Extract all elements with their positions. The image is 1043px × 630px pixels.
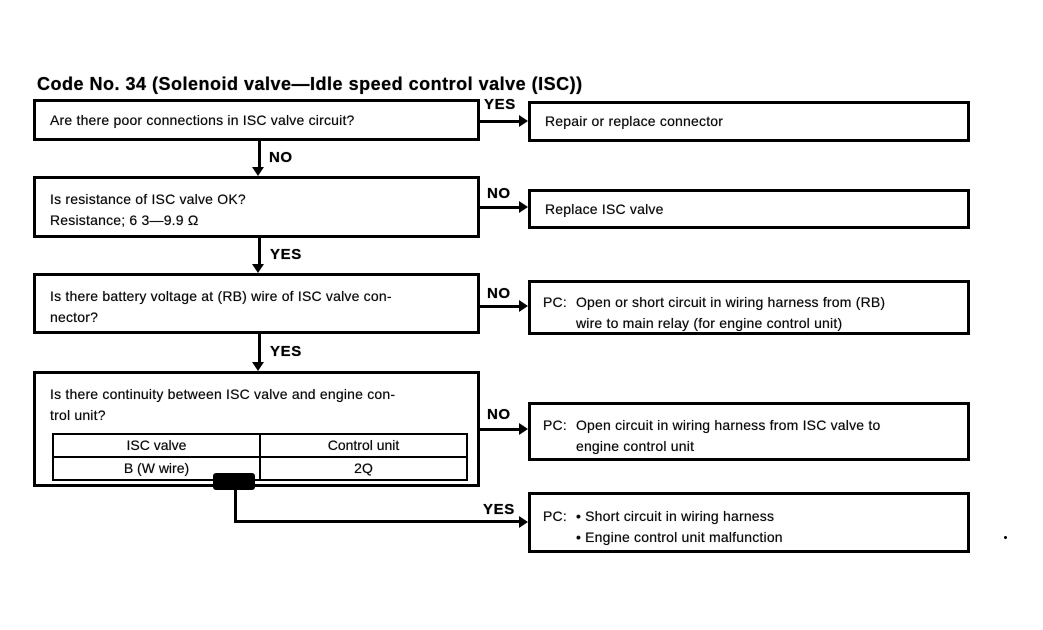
connector-line bbox=[480, 206, 521, 209]
result-text-line: • Short circuit in wiring harness bbox=[575, 508, 775, 524]
table-cell: B (W wire) bbox=[54, 458, 261, 479]
connector-line bbox=[258, 141, 261, 167]
result-box-5: PC: • Short circuit in wiring harness • … bbox=[528, 492, 970, 553]
result-text-line: Repair or replace connector bbox=[545, 113, 724, 129]
table-header-row: ISC valve Control unit bbox=[54, 435, 466, 458]
branch-label-yes-1: YES bbox=[484, 96, 516, 113]
connector-line bbox=[234, 487, 237, 523]
connector-line bbox=[258, 334, 261, 363]
branch-label-yes-3: YES bbox=[270, 343, 302, 360]
question-box-3: Is there battery voltage at (RB) wire of… bbox=[33, 273, 480, 334]
connector-line bbox=[258, 238, 261, 265]
branch-label-no-1: NO bbox=[269, 149, 293, 166]
branch-label-no-4: NO bbox=[487, 406, 511, 423]
arrow-down-icon bbox=[252, 167, 264, 176]
table-cell: 2Q bbox=[354, 460, 373, 476]
branch-label-no-3: NO bbox=[487, 285, 511, 302]
result-text-line: Replace ISC valve bbox=[545, 200, 664, 217]
result-text-line: Open or short circuit in wiring harness … bbox=[575, 294, 886, 310]
arrow-right-icon bbox=[519, 423, 528, 435]
result-text-line: engine control unit bbox=[575, 438, 695, 454]
pc-prefix: PC: bbox=[543, 417, 567, 433]
arrow-down-icon bbox=[252, 362, 264, 371]
connector-line bbox=[234, 520, 521, 523]
question-text-line: Are there poor connections in ISC valve … bbox=[50, 111, 355, 128]
branch-label-yes-4: YES bbox=[483, 501, 515, 518]
connector-line bbox=[480, 428, 521, 431]
question-text-line: nector? bbox=[50, 309, 99, 325]
arrow-right-icon bbox=[519, 115, 528, 127]
continuity-table: ISC valve Control unit B (W wire) 2Q bbox=[52, 433, 468, 481]
arrow-right-icon bbox=[519, 201, 528, 213]
branch-label-yes-2: YES bbox=[270, 246, 302, 263]
pc-prefix: PC: bbox=[543, 508, 567, 524]
arrow-down-icon bbox=[252, 264, 264, 273]
table-header-cell: Control unit bbox=[327, 437, 400, 453]
question-box-1: Are there poor connections in ISC valve … bbox=[33, 99, 480, 141]
result-text-line: wire to main relay (for engine control u… bbox=[575, 315, 843, 331]
result-text-line: • Engine control unit malfunction bbox=[575, 529, 783, 545]
connector-line bbox=[480, 120, 521, 123]
connector-line bbox=[480, 305, 521, 308]
question-text-line: Is there continuity between ISC valve an… bbox=[50, 386, 396, 402]
photocopy-speck bbox=[1004, 536, 1007, 539]
page-title: Code No. 34 (Solenoid valve—Idle speed c… bbox=[37, 74, 583, 94]
result-box-2: Replace ISC valve bbox=[528, 189, 970, 229]
question-text-line: Is resistance of ISC valve OK? bbox=[50, 191, 246, 207]
result-text-line: Open circuit in wiring harness from ISC … bbox=[575, 417, 881, 433]
photocopy-smudge bbox=[213, 473, 255, 490]
question-text-line: Is there battery voltage at (RB) wire of… bbox=[50, 288, 392, 304]
result-box-4: PC: Open circuit in wiring harness from … bbox=[528, 402, 970, 461]
arrow-right-icon bbox=[519, 516, 528, 528]
result-box-1: Repair or replace connector bbox=[528, 101, 970, 142]
question-box-4: Is there continuity between ISC valve an… bbox=[33, 371, 480, 487]
pc-prefix: PC: bbox=[543, 294, 567, 310]
table-data-row: B (W wire) 2Q bbox=[54, 458, 466, 479]
question-text-line: trol unit? bbox=[50, 407, 106, 423]
result-box-3: PC: Open or short circuit in wiring harn… bbox=[528, 280, 970, 335]
question-box-2: Is resistance of ISC valve OK? Resistanc… bbox=[33, 176, 480, 238]
branch-label-no-2: NO bbox=[487, 185, 511, 202]
table-header-cell: ISC valve bbox=[54, 435, 261, 456]
arrow-right-icon bbox=[519, 300, 528, 312]
question-text-line: Resistance; 6 3—9.9 Ω bbox=[50, 212, 199, 228]
